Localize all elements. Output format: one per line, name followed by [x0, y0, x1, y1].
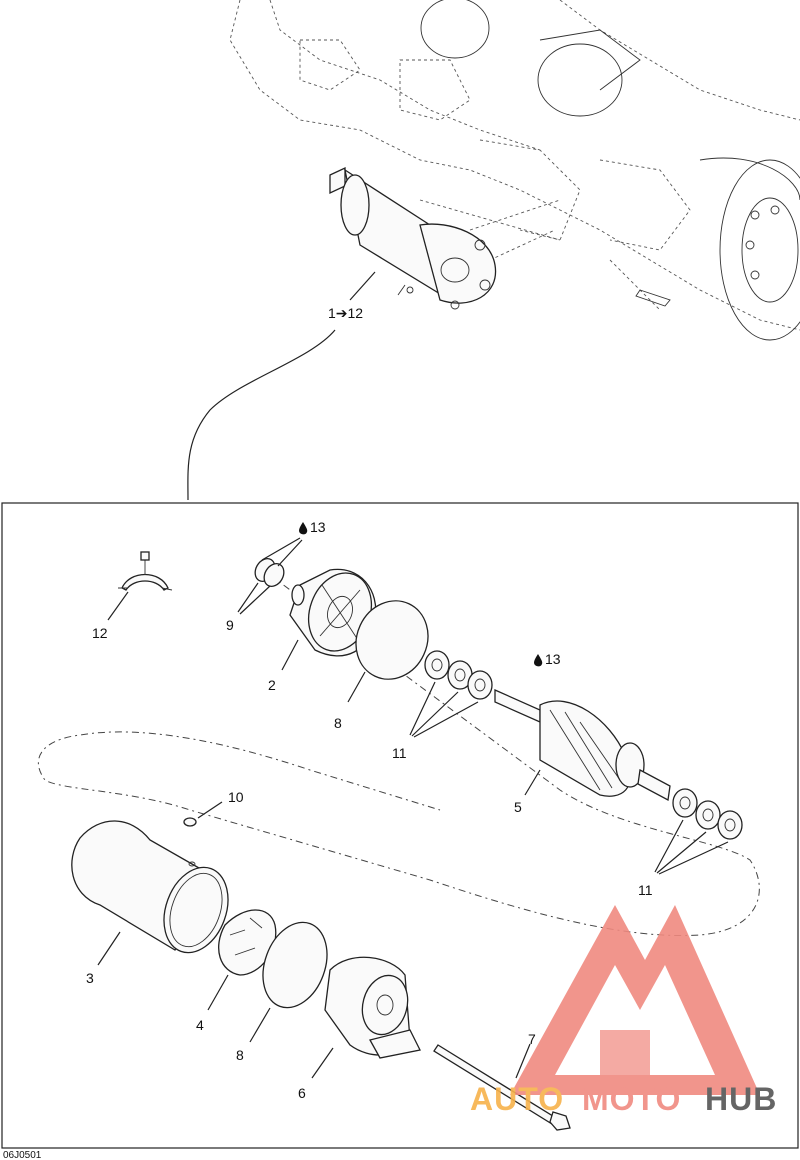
drawing-code: 06J0501 — [3, 1150, 42, 1160]
part-label-4: 4 — [196, 1017, 204, 1033]
part-label-6: 6 — [298, 1085, 306, 1101]
lubricant-label-13a: 13 — [310, 519, 326, 535]
part-label-2: 2 — [268, 677, 276, 693]
leader-2 — [281, 639, 299, 671]
part-11-washers-lower — [672, 788, 743, 840]
leader-4 — [207, 974, 229, 1011]
part-10-plug — [183, 817, 197, 827]
leader-8b — [249, 1007, 271, 1043]
leader-10 — [197, 801, 223, 819]
leader-13a — [261, 537, 303, 567]
part-label-7: 7 — [528, 1031, 536, 1047]
lubricant-label-13b: 13 — [545, 651, 561, 667]
engine-block-outline — [229, 0, 800, 341]
part-label-8a: 8 — [334, 715, 342, 731]
watermark-hub: HUB — [705, 1081, 777, 1117]
part-label-11b: 11 — [638, 882, 653, 898]
leader-11b — [654, 819, 729, 875]
oil-drop-icon — [534, 654, 543, 667]
watermark-auto: AUTO — [470, 1081, 564, 1117]
part-3-yoke-housing — [71, 820, 229, 954]
leader-11a — [409, 681, 479, 738]
leader-5 — [524, 769, 541, 796]
starter-assembly — [329, 166, 497, 310]
watermark-moto: MOTO — [582, 1081, 681, 1117]
leader-3 — [97, 931, 121, 966]
part-label-3: 3 — [86, 970, 94, 986]
leader-6 — [311, 1047, 334, 1079]
leader-7 — [515, 1043, 531, 1079]
part-label-5: 5 — [514, 799, 522, 815]
part-label-12: 12 — [92, 625, 108, 641]
part-6-end-cover — [324, 956, 421, 1059]
automotohub-watermark: AUTO MOTO HUB — [470, 905, 777, 1117]
part-5-armature — [494, 688, 671, 802]
part-label-11a: 11 — [392, 745, 407, 761]
part-11-washers-upper — [424, 650, 493, 700]
part-8-gasket-upper — [355, 600, 429, 680]
part-12-clip — [118, 551, 173, 591]
part-label-10: 10 — [228, 789, 244, 805]
part-label-9: 9 — [226, 617, 234, 633]
leader-assembly — [349, 271, 376, 301]
assembly-label: 1➔12 — [328, 305, 363, 321]
detail-frame — [1, 502, 799, 1149]
watermark-triangle — [510, 905, 760, 1095]
leader-8a — [347, 671, 366, 703]
oil-drop-icon — [299, 522, 308, 535]
leader-9 — [237, 582, 271, 615]
part-8-gasket-lower — [262, 921, 328, 1009]
leader-12 — [107, 591, 129, 621]
part-label-8b: 8 — [236, 1047, 244, 1063]
assembly-axis-loop — [37, 574, 760, 937]
assembly-connector — [187, 329, 336, 501]
